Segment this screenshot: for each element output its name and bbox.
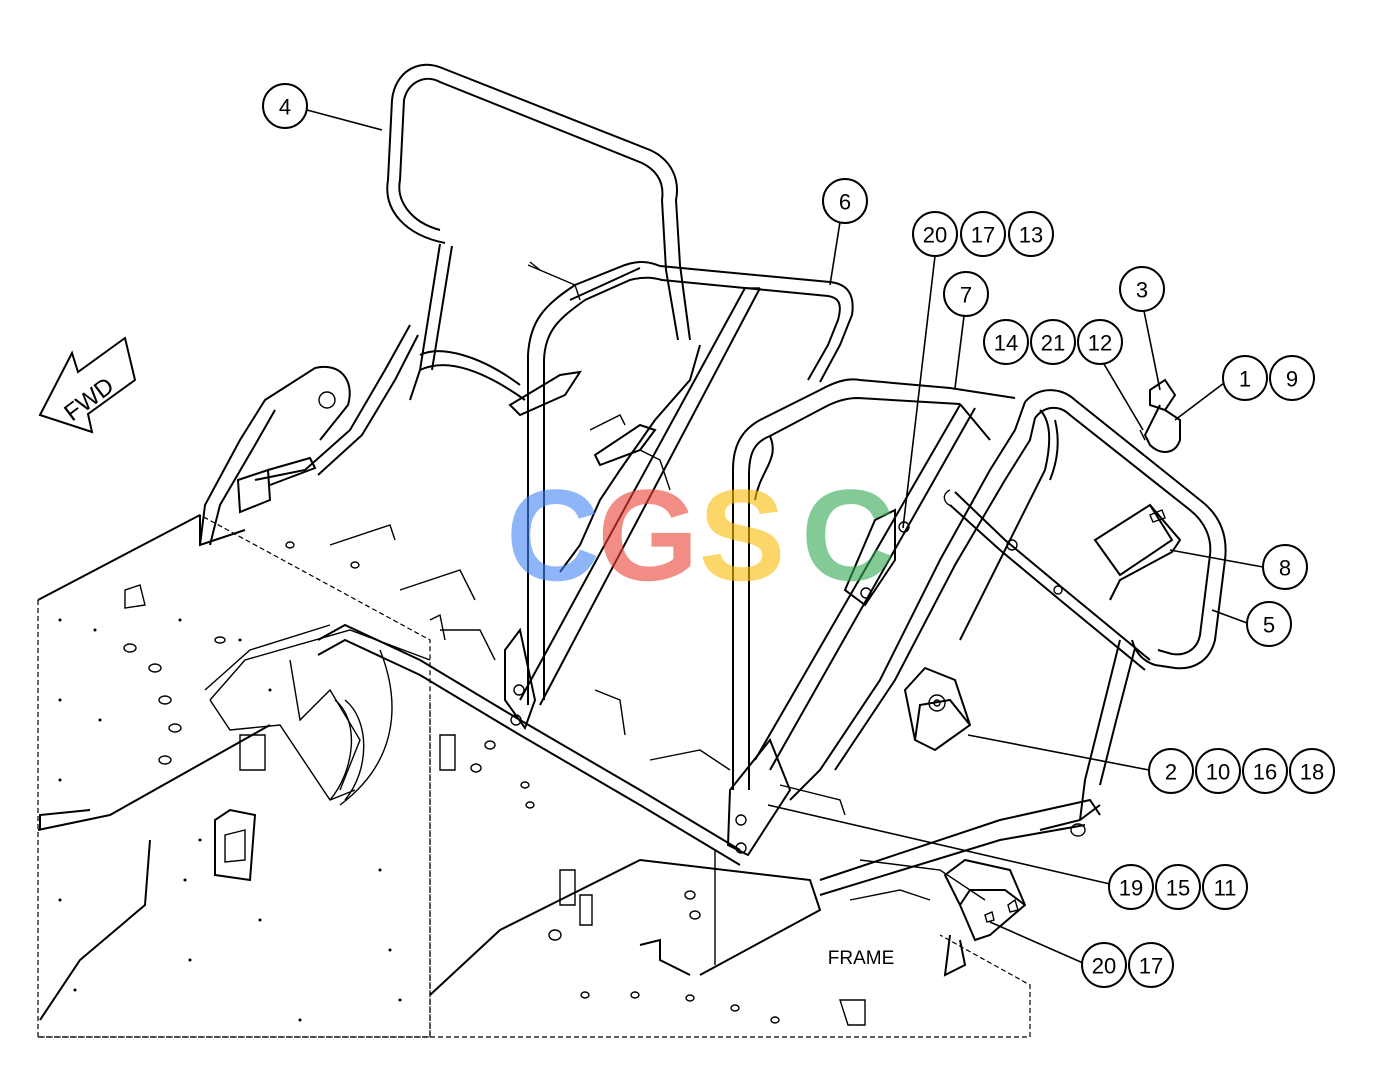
callout-label: 5 <box>1263 613 1275 638</box>
callout-3: 3 <box>1119 266 1165 312</box>
callout-label: 4 <box>279 95 291 120</box>
watermark-letter: C <box>801 462 895 608</box>
part-7-front-rollbar <box>726 378 1016 857</box>
watermark-letter: S <box>699 462 786 608</box>
watermark: C G S C <box>506 462 895 608</box>
callout-20-17-13: 20 17 13 <box>912 211 1054 257</box>
callout-label: 9 <box>1286 367 1298 392</box>
frame-body <box>37 514 1101 1038</box>
callout-20-17: 20 17 <box>1081 942 1174 988</box>
callout-8: 8 <box>1262 544 1308 590</box>
callout-label: 19 <box>1119 876 1143 901</box>
callout-6: 6 <box>822 178 868 224</box>
callout-label: 17 <box>1139 954 1163 979</box>
callout-label: 12 <box>1088 331 1112 356</box>
part-5-right-loop <box>789 389 1227 831</box>
callout-label: 3 <box>1136 278 1148 303</box>
frame-label: FRAME <box>828 948 895 969</box>
part-4-rear-frame <box>199 63 691 546</box>
callout-label: 8 <box>1279 556 1291 581</box>
watermark-letter: G <box>597 462 698 608</box>
part-3-handle <box>1139 378 1181 453</box>
watermark-letter: C <box>506 462 600 608</box>
callout-label: 11 <box>1214 876 1237 901</box>
callout-label: 20 <box>923 223 947 248</box>
callout-label: 2 <box>1165 760 1177 785</box>
leader-lines <box>306 109 1264 964</box>
callout-label: 13 <box>1019 223 1043 248</box>
callout-label: 17 <box>971 223 995 248</box>
fwd-arrow: FWD <box>38 336 137 434</box>
part-20-lower-pad <box>943 858 1027 977</box>
part-6-center-rollbar <box>504 261 854 731</box>
callout-1-9: 1 9 <box>1222 355 1315 401</box>
callout-label: 21 <box>1041 331 1065 356</box>
callout-19-15-11: 19 15 11 <box>1108 864 1248 910</box>
callout-label: 20 <box>1092 954 1116 979</box>
part-8-bracket <box>1093 503 1182 601</box>
callout-7: 7 <box>943 271 989 317</box>
callout-label: 14 <box>994 331 1018 356</box>
callout-label: 18 <box>1300 760 1324 785</box>
callout-label: 6 <box>839 190 851 215</box>
callout-label: 10 <box>1206 760 1230 785</box>
callout-label: 7 <box>960 283 972 308</box>
callout-5: 5 <box>1246 601 1292 647</box>
deck-holes <box>58 541 1086 1024</box>
callout-14-21-12: 14 21 12 <box>983 319 1123 365</box>
callout-2-10-16-18: 2 10 16 18 <box>1148 748 1335 794</box>
callout-label: 16 <box>1253 760 1277 785</box>
part-2-pivot-block <box>903 666 972 752</box>
callout-label: 1 <box>1239 367 1251 392</box>
callout-4: 4 <box>262 83 308 129</box>
callout-label: 15 <box>1166 876 1190 901</box>
